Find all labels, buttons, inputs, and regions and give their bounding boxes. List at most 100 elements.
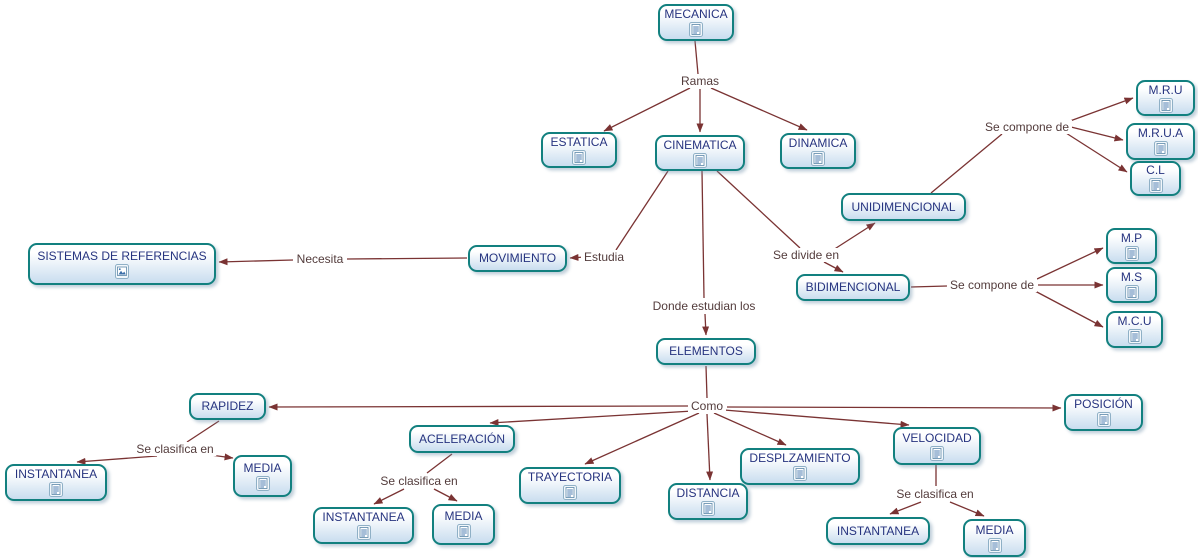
concept-node-mp[interactable]: M.P <box>1106 228 1157 264</box>
concept-node-desplzamiento[interactable]: DESPLZAMIENTO <box>740 448 860 485</box>
link-phrase-ramas[interactable]: Ramas <box>677 74 723 88</box>
document-resource-icon[interactable] <box>1124 245 1139 261</box>
document-resource-icon[interactable] <box>793 466 807 481</box>
concept-node-elementos[interactable]: ELEMENTOS <box>656 338 756 365</box>
connector-line <box>701 170 705 299</box>
document-resource-icon[interactable] <box>456 524 471 539</box>
concept-node-label: MEDIA <box>243 460 282 475</box>
concept-node-ms[interactable]: M.S <box>1106 267 1157 303</box>
concept-node-label: MEDIA <box>975 522 1014 537</box>
link-phrase-se-compone-de-uni[interactable]: Se compone de <box>981 120 1073 134</box>
concept-node-distancia[interactable]: DISTANCIA <box>668 483 748 520</box>
document-resource-icon[interactable] <box>1096 412 1111 427</box>
concept-node-label: RAPIDEZ <box>201 399 254 413</box>
link-phrase-estudia[interactable]: Estudia <box>580 250 628 264</box>
connector-line <box>268 403 689 411</box>
connector-line <box>694 40 699 75</box>
connector-line <box>1069 97 1134 122</box>
document-resource-icon[interactable] <box>255 475 270 491</box>
document-resource-icon[interactable] <box>930 445 944 461</box>
concept-node-mecanica[interactable]: MECANICA <box>658 4 734 41</box>
concept-node-label: DESPLZAMIENTO <box>749 451 851 465</box>
concept-node-media-aceleracion[interactable]: MEDIA <box>432 504 495 545</box>
document-resource-icon[interactable] <box>49 482 63 497</box>
link-phrase-se-clasifica-en-aceleracion[interactable]: Se clasifica en <box>377 474 461 488</box>
concept-node-label: DINAMICA <box>788 135 848 150</box>
concept-node-label: INSTANTANEA <box>836 523 920 538</box>
concept-node-cinematica[interactable]: CINEMATICA <box>655 135 745 171</box>
document-resource-icon[interactable] <box>356 525 371 540</box>
concept-node-mrua[interactable]: M.R.U.A <box>1126 123 1195 160</box>
link-phrase-se-divide-en[interactable]: Se divide en <box>769 248 843 262</box>
connector-line <box>832 222 876 251</box>
concept-node-label: CINEMATICA <box>663 137 737 152</box>
document-resource-icon[interactable] <box>572 149 586 165</box>
connector-line <box>910 285 948 288</box>
connector-line <box>723 409 910 428</box>
connector-line <box>726 404 1062 412</box>
concept-node-instantanea-velocidad[interactable]: INSTANTANEA <box>826 517 930 545</box>
concept-node-label: M.S <box>1120 269 1143 284</box>
concept-node-instantanea-aceleracion[interactable]: INSTANTANEA <box>313 507 414 544</box>
concept-node-bidimencional[interactable]: BIDIMENCIONAL <box>796 274 910 301</box>
concept-node-rapidez[interactable]: RAPIDEZ <box>189 393 266 420</box>
concept-node-label: ACELERACIÓN <box>418 431 506 446</box>
connector-line <box>889 501 922 515</box>
concept-node-trayectoria[interactable]: TRAYECTORIA <box>519 467 621 504</box>
connector-line <box>426 453 453 474</box>
connector-line <box>705 365 708 399</box>
concept-node-label: BIDIMENCIONAL <box>805 280 901 294</box>
document-resource-icon[interactable] <box>987 537 1002 553</box>
image-resource-icon[interactable] <box>115 263 129 279</box>
concept-node-media-rapidez[interactable]: MEDIA <box>233 455 292 497</box>
connector-line <box>930 133 1003 194</box>
concept-node-media-velocidad[interactable]: MEDIA <box>963 519 1026 557</box>
concept-node-unidimencional[interactable]: UNIDIMENCIONAL <box>841 193 966 221</box>
document-resource-icon[interactable] <box>693 152 707 168</box>
concept-node-cl[interactable]: C.L <box>1130 161 1181 196</box>
concept-node-label: C.L <box>1146 163 1165 177</box>
concept-node-label: INSTANTANEA <box>14 467 98 481</box>
link-phrase-donde-estudian-los[interactable]: Donde estudian los <box>649 299 759 313</box>
concept-node-velocidad[interactable]: VELOCIDAD <box>893 427 981 465</box>
connector-line <box>1034 290 1104 328</box>
concept-node-label: MEDIA <box>444 509 483 523</box>
document-resource-icon[interactable] <box>1127 329 1142 344</box>
document-resource-icon[interactable] <box>689 22 703 37</box>
concept-node-mcu[interactable]: M.C.U <box>1106 311 1163 348</box>
document-resource-icon[interactable] <box>1148 178 1163 193</box>
concept-node-mru[interactable]: M.R.U <box>1136 80 1195 116</box>
concept-node-aceleracion[interactable]: ACELERACIÓN <box>409 425 515 453</box>
connector-line <box>346 257 468 260</box>
link-phrase-se-clasifica-en-rapidez[interactable]: Se clasifica en <box>133 442 217 456</box>
concept-node-label: DISTANCIA <box>676 486 740 500</box>
concept-node-movimiento[interactable]: MOVIMIENTO <box>468 245 567 272</box>
document-resource-icon[interactable] <box>1158 97 1173 113</box>
concept-node-sistemas-de-referencias[interactable]: SISTEMAS DE REFERENCIAS <box>28 243 216 285</box>
concept-node-instantanea-rapidez[interactable]: INSTANTANEA <box>5 464 107 501</box>
connector-line <box>186 420 220 443</box>
concept-node-label: INSTANTANEA <box>322 510 405 524</box>
connector-line <box>1036 247 1104 280</box>
document-resource-icon[interactable] <box>811 150 825 166</box>
connector-line <box>433 488 458 502</box>
link-phrase-necesita[interactable]: Necesita <box>293 252 347 266</box>
concept-node-label: UNIDIMENCIONAL <box>851 199 956 214</box>
connector-line <box>823 261 844 273</box>
connector-line <box>584 412 700 465</box>
concept-node-dinamica[interactable]: DINAMICA <box>780 133 856 169</box>
link-phrase-como[interactable]: Como <box>687 399 727 413</box>
concept-node-estatica[interactable]: ESTATICA <box>541 132 617 168</box>
document-resource-icon[interactable] <box>1153 141 1168 156</box>
link-phrase-se-clasifica-en-velocidad[interactable]: Se clasifica en <box>893 487 977 501</box>
document-resource-icon[interactable] <box>701 501 715 516</box>
connector-line <box>706 413 714 481</box>
concept-node-label: M.P <box>1120 230 1143 245</box>
document-resource-icon[interactable] <box>1124 284 1139 300</box>
connector-line <box>1070 126 1124 142</box>
concept-node-posicion[interactable]: POSICIÓN <box>1064 394 1143 431</box>
link-phrase-se-compone-de-bi[interactable]: Se compone de <box>946 278 1038 292</box>
document-resource-icon[interactable] <box>563 485 577 500</box>
